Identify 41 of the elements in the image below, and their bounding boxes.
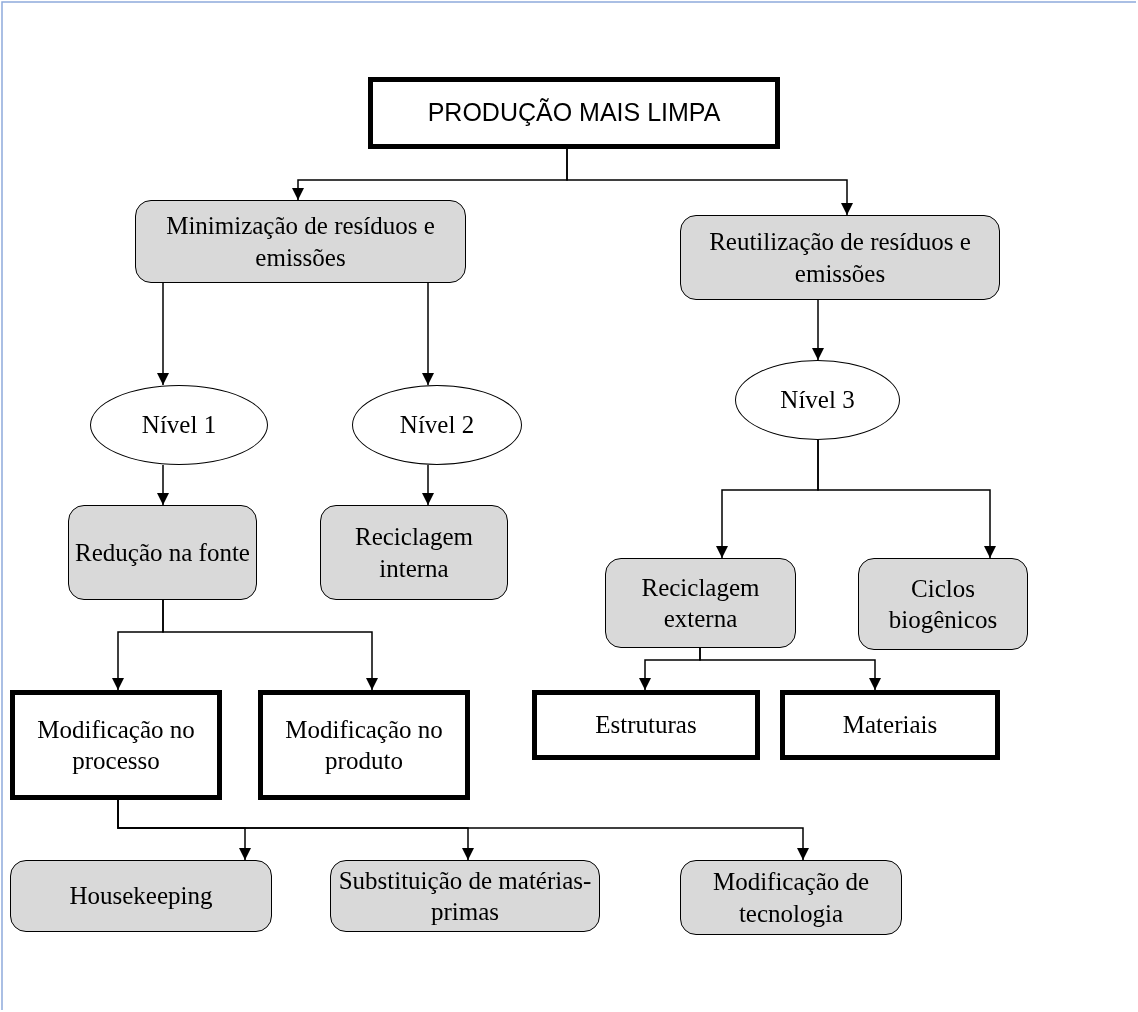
modification-box bbox=[532, 690, 760, 760]
arrow bbox=[422, 282, 434, 386]
arrow bbox=[422, 464, 434, 506]
arrow bbox=[162, 599, 378, 691]
arrow bbox=[157, 464, 169, 506]
strategy-box bbox=[858, 558, 1028, 650]
node-label: Ciclos biogênicos bbox=[887, 573, 999, 635]
strategy-box bbox=[68, 505, 257, 600]
node-label: Housekeeping bbox=[68, 881, 214, 912]
node-label: Minimização de resíduos e emissões bbox=[165, 211, 436, 273]
node-label: Nível 1 bbox=[140, 410, 218, 441]
arrow bbox=[566, 148, 853, 216]
category-box bbox=[135, 200, 466, 283]
modification-box bbox=[780, 690, 1000, 760]
node-label: Nível 2 bbox=[398, 410, 476, 441]
arrow bbox=[699, 647, 881, 691]
arrow bbox=[812, 299, 824, 361]
node-label: Reciclagem externa bbox=[640, 572, 761, 634]
node-label: Reciclagem interna bbox=[354, 522, 474, 584]
node-label: PRODUÇÃO MAIS LIMPA bbox=[426, 97, 722, 129]
arrow bbox=[117, 799, 809, 861]
arrow bbox=[157, 282, 169, 386]
modification-box bbox=[258, 690, 470, 800]
strategy-box bbox=[320, 505, 508, 600]
node-label: Estruturas bbox=[594, 710, 698, 741]
node-label: Redução na fonte bbox=[74, 537, 251, 568]
node-label: Modificação no processo bbox=[36, 714, 196, 776]
node-label: Nível 3 bbox=[779, 385, 856, 416]
strategy-box bbox=[605, 558, 796, 648]
practice-box bbox=[330, 860, 600, 932]
title-box bbox=[368, 77, 780, 149]
category-box bbox=[680, 215, 1000, 300]
node-label: Substituição de matérias-primas bbox=[337, 865, 593, 927]
node-label: Modificação de tecnologia bbox=[711, 867, 871, 929]
modification-box bbox=[10, 690, 222, 800]
node-label: Materiais bbox=[841, 710, 939, 741]
practice-box bbox=[680, 860, 902, 935]
arrow bbox=[817, 439, 996, 559]
practice-box bbox=[10, 860, 272, 932]
node-label: Reutilização de resíduos e emissões bbox=[708, 227, 972, 289]
node-label: Modificação no produto bbox=[284, 714, 444, 776]
